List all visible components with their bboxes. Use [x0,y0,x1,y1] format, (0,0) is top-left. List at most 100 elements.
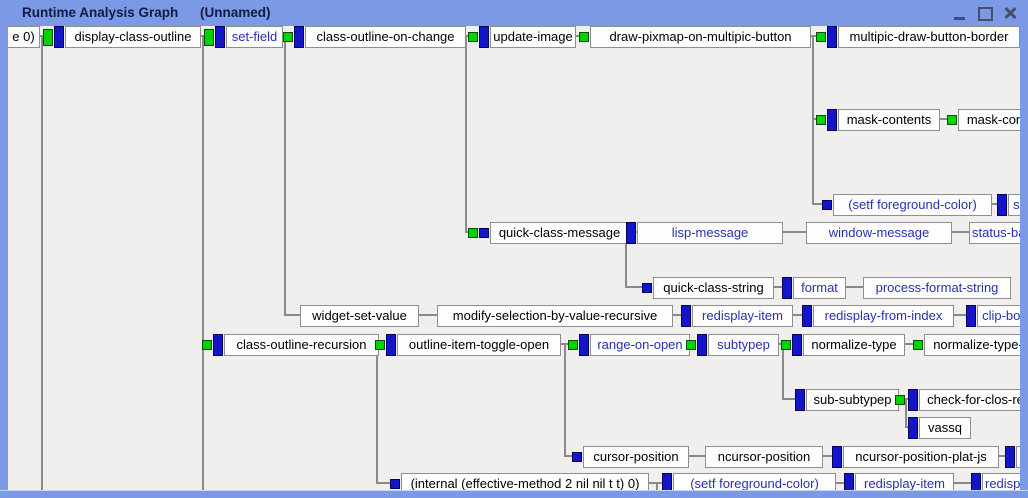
graph-node-mask-con-cut[interactable]: mask-con [958,109,1028,131]
green-square-icon [913,340,923,350]
green-square-icon [686,340,696,350]
connector-line-horizontal [667,314,684,316]
green-bar-icon [43,29,53,46]
blue-square-icon [390,479,400,489]
connector-line-vertical [284,36,286,316]
blue-bar-icon [827,109,837,131]
blue-square-icon [822,200,832,210]
connector-line-vertical [41,36,43,490]
blue-bar-icon [213,334,223,356]
close-button[interactable] [1000,3,1020,23]
graph-node-cursor-position[interactable]: cursor-position [583,446,689,468]
green-square-icon [816,115,826,125]
blue-bar-icon [54,26,64,48]
maximize-button[interactable] [975,3,995,23]
graph-node-status-bar-message-cut[interactable]: status-bar-messag [969,222,1028,244]
graph-node-e0[interactable]: e 0) [7,26,40,48]
connector-line-horizontal [555,343,574,345]
connector-line-horizontal [626,286,645,288]
blue-bar-icon [997,194,1007,216]
connector-line-horizontal [986,203,1000,205]
connector-line-horizontal [565,455,575,457]
graph-node-lisp-message[interactable]: lisp-message [637,222,783,244]
graph-node-mask-contents[interactable]: mask-contents [838,109,940,131]
maximize-icon [978,7,993,21]
close-icon [1003,6,1017,20]
connector-line-vertical [812,36,814,205]
connector-line-vertical [905,399,907,428]
window-subtitle: (Unnamed) [200,5,271,20]
connector-line-vertical [625,232,627,288]
graph-node-clip-box-cut[interactable]: clip-box [977,305,1028,327]
connector-line-horizontal [285,314,300,316]
graph-node-quick-class-string[interactable]: quick-class-string [653,277,774,299]
connector-line-vertical [782,344,784,400]
graph-node-sub-subtypep[interactable]: sub-subtypep [806,389,899,411]
connector-line-vertical [202,36,204,490]
connector-line-vertical [656,483,658,490]
connector-line-horizontal [946,231,969,233]
graph-node-outline-item-toggle-open[interactable]: outline-item-toggle-open [397,334,561,356]
graph-node-display-class-outline[interactable]: display-class-outline [65,26,201,48]
graph-node-vassq[interactable]: vassq [919,417,971,439]
graph-node-range-on-open[interactable]: range-on-open [590,334,690,356]
connector-line-horizontal [570,35,582,37]
titlebar[interactable]: Runtime Analysis Graph (Unnamed) [0,0,1028,26]
graph-node-normalize-type[interactable]: normalize-type [803,334,905,356]
blue-bar-icon [832,446,842,468]
connector-line-horizontal [783,398,798,400]
connector-line-horizontal [934,118,950,120]
graph-node-ncursor-position-plat-js[interactable]: ncursor-position-plat-js [843,446,999,468]
blue-bar-icon [908,417,918,439]
green-square-icon [895,395,905,405]
minimize-button[interactable] [950,3,970,23]
graph-node-quick-class-message[interactable]: quick-class-message [490,222,629,244]
green-square-icon [947,115,957,125]
graph-node-internal-effective-method[interactable]: (internal (effective-method 2 nil nil t … [401,473,649,495]
green-square-icon [468,32,478,42]
graph-node-redisplay-item-1[interactable]: redisplay-item [692,305,793,327]
graph-node-class-outline-on-change[interactable]: class-outline-on-change [305,26,466,48]
window-border-right [1020,26,1028,498]
graph-node-subtypep[interactable]: subtypep [708,334,779,356]
graph-node-update-image[interactable]: update-image [490,26,576,48]
connector-line-horizontal [899,343,916,345]
graph-node-redisplay-item-2[interactable]: redisplay-item [855,473,954,495]
blue-bar-icon [966,305,976,327]
window-border-left [0,26,8,498]
graph-node-set-field[interactable]: set-field [226,26,283,48]
green-square-icon [202,340,212,350]
graph-node-multipic-draw-button-border[interactable]: multipic-draw-button-border [838,26,1020,48]
graph-node-class-outline-recursion[interactable]: class-outline-recursion [224,334,379,356]
graph-node-setf-foreground-color-1[interactable]: (setf foreground-color) [833,194,992,216]
graph-node-widget-set-value[interactable]: widget-set-value [300,305,419,327]
window-border-bottom [0,490,1028,498]
green-square-icon [375,340,385,350]
graph-node-normalize-type-cut[interactable]: normalize-type- [924,334,1028,356]
connector-line-horizontal [817,455,835,457]
connector-line-horizontal [948,314,969,316]
blue-bar-icon [827,26,837,48]
connector-line-horizontal [413,314,437,316]
graph-node-modify-selection-by-value-recursive[interactable]: modify-selection-by-value-recursive [437,305,673,327]
graph-node-process-format-string[interactable]: process-format-string [863,277,1011,299]
connector-line-vertical [376,344,378,484]
graph-node-ncursor-position[interactable]: ncursor-position [705,446,823,468]
graph-node-window-message[interactable]: window-message [806,222,952,244]
blue-bar-icon [579,334,589,356]
connector-line-horizontal [773,343,787,345]
graph-node-format[interactable]: format [793,277,846,299]
blue-bar-icon [802,305,812,327]
graph-node-check-for-clos-re-cut[interactable]: check-for-clos-re [919,389,1028,411]
blue-bar-icon [681,305,691,327]
connector-line-horizontal [948,482,974,484]
connector-line-horizontal [768,286,785,288]
graph-node-draw-pixmap-on-multipic-button[interactable]: draw-pixmap-on-multipic-button [590,26,811,48]
blue-bar-icon [1005,446,1015,468]
connector-line-horizontal [460,35,474,37]
blue-bar-icon [386,334,396,356]
green-square-icon [468,228,478,238]
graph-node-redisplay-from-index[interactable]: redisplay-from-index [813,305,954,327]
green-square-icon [283,32,293,42]
connector-line-horizontal [813,203,825,205]
